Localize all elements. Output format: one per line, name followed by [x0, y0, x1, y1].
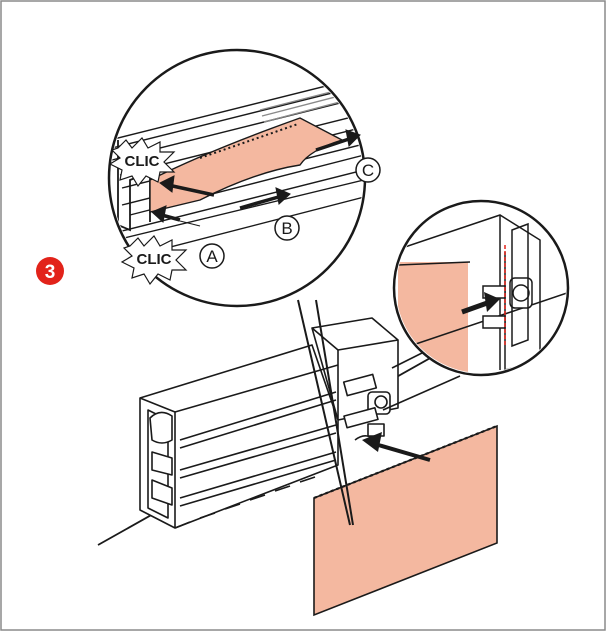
step-badge: 3 [36, 257, 64, 285]
starburst-icon [120, 235, 188, 286]
callout-c-label: C [362, 161, 374, 180]
zoom-pointer [297, 299, 461, 526]
callout-b: B [274, 215, 300, 241]
clic-label-bottom: CLIC [137, 251, 172, 268]
detail-magnifier-main: CLIC CLIC A B C [107, 48, 381, 308]
clic-label-top: CLIC [125, 153, 160, 170]
arrow-icon [461, 292, 500, 315]
callout-a-label: A [206, 247, 218, 266]
callout-a: A [199, 243, 225, 269]
callout-c: C [355, 157, 381, 183]
insert-panel [313, 424, 498, 617]
starburst-icon [108, 137, 176, 188]
arrow-icon [151, 129, 361, 227]
callout-b-label: B [281, 219, 292, 238]
arrow-icon [362, 432, 431, 462]
step-number: 3 [45, 262, 56, 283]
detail-magnifier-end [392, 199, 570, 377]
